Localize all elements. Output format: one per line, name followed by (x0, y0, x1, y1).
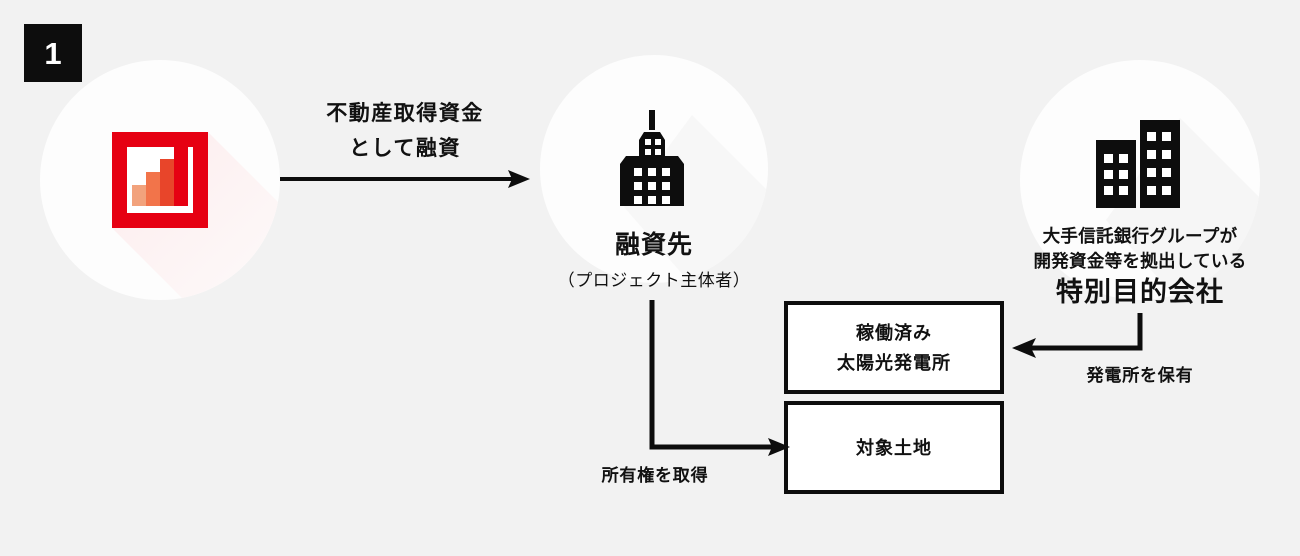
step-number-badge: 1 (24, 24, 82, 82)
asset-box-target-land: 対象土地 (784, 401, 1004, 494)
lendee-subtitle: （プロジェクト主体者） (557, 271, 751, 290)
arrow-loan-label: 不動産取得資金 として融資 (285, 96, 525, 166)
office-buildings-icon (1096, 120, 1180, 208)
skyscraper-icon (620, 110, 684, 206)
arrow-loan-label-line1: 不動産取得資金 (326, 102, 484, 125)
bar-4 (174, 146, 188, 206)
bar-chart-icon-inner (127, 146, 193, 213)
bar-3 (160, 159, 174, 206)
arrow-hold (1012, 313, 1143, 358)
arrow-ownership (649, 300, 790, 456)
spv-caption-line1: 大手信託銀行グループが (1042, 226, 1238, 246)
arrow-hold-label: 発電所を保有 (1086, 366, 1194, 385)
arrow-loan-label-line2: として融資 (349, 137, 461, 160)
spv-caption-line2: 開発資金等を拠出している (1033, 251, 1247, 271)
arrow-loan (280, 170, 530, 188)
arrow-ownership-label: 所有権を取得 (601, 466, 709, 485)
asset-box-solar-plant-line1: 稼働済み (856, 322, 932, 343)
bar-chart-icon (112, 132, 208, 228)
bar-chart-bars (132, 146, 188, 213)
step-number-label: 1 (44, 35, 62, 71)
spv-caption-line3: 特別目的会社 (1056, 277, 1224, 307)
asset-box-target-land-line1: 対象土地 (856, 437, 932, 458)
asset-box-solar-plant: 稼働済み 太陽光発電所 (784, 301, 1004, 394)
asset-box-solar-plant-line2: 太陽光発電所 (837, 352, 951, 373)
spv-caption: 大手信託銀行グループが 開発資金等を拠出している 特別目的会社 (985, 224, 1295, 309)
bar-1 (132, 185, 146, 206)
bar-2 (146, 172, 160, 206)
lendee-title: 融資先 (614, 231, 693, 259)
